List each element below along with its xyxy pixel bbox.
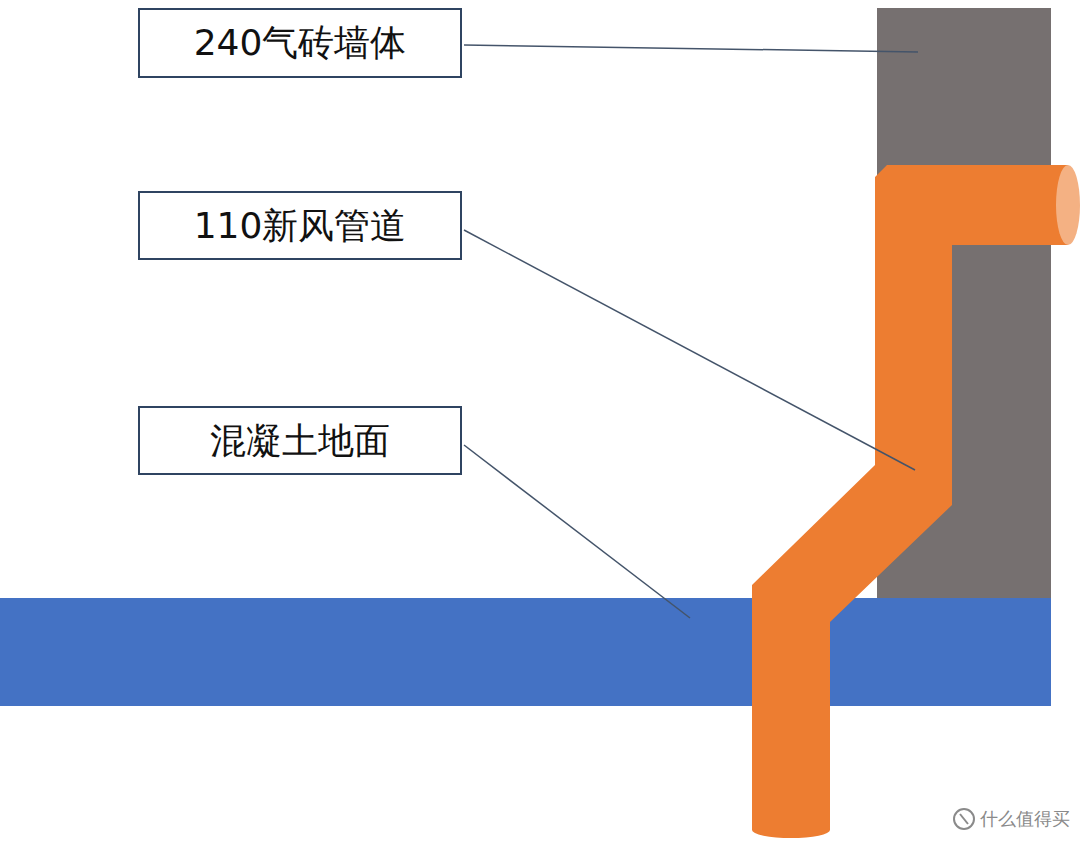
label-box: 110新风管道 xyxy=(138,191,462,260)
concrete-floor xyxy=(0,598,1051,706)
label-box: 240气砖墙体 xyxy=(138,8,462,78)
leader-line xyxy=(464,45,918,52)
label-box: 混凝土地面 xyxy=(138,406,462,475)
watermark-icon xyxy=(960,814,968,824)
pipe-outlet-end xyxy=(1056,165,1080,245)
leader-line xyxy=(464,230,915,470)
fresh-air-pipe xyxy=(752,165,1068,830)
label-text: 混凝土地面 xyxy=(210,419,390,462)
watermark-icon xyxy=(954,809,974,829)
watermark: 什么值得买 xyxy=(980,807,1070,831)
leader-line xyxy=(464,445,690,618)
label-text: 110新风管道 xyxy=(194,204,407,247)
label-text: 240气砖墙体 xyxy=(194,21,407,64)
